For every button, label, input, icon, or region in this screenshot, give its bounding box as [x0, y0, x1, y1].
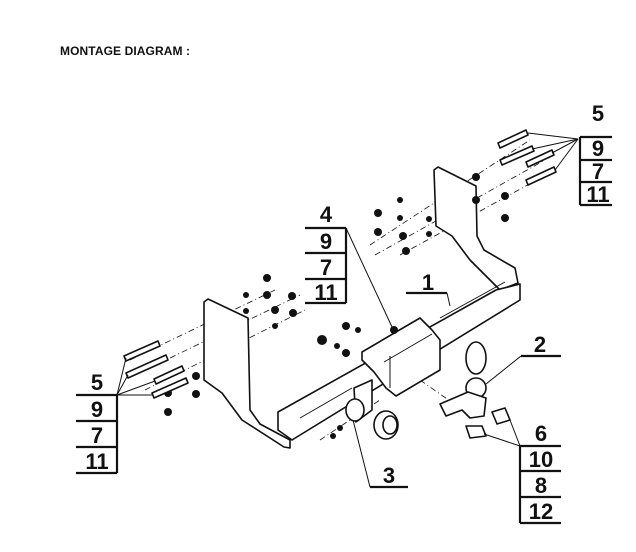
- page-title: MONTAGE DIAGRAM :: [60, 44, 191, 58]
- callout-bolts-10: 10: [529, 447, 553, 472]
- callout-ball-2: 2: [534, 332, 546, 357]
- ball-neck: [439, 391, 487, 419]
- callout-bolts-6: 6: [535, 421, 547, 446]
- callout-left-7: 7: [91, 423, 103, 448]
- callout-center-7: 7: [320, 255, 332, 280]
- callout-left-5: 5: [91, 370, 103, 395]
- callout-top-right-7: 7: [592, 159, 604, 184]
- callout-left-9: 9: [91, 397, 103, 422]
- callout-center-9: 9: [320, 229, 332, 254]
- leader-lines: [76, 132, 612, 525]
- left-bracket: [203, 298, 291, 449]
- nuts: [164, 173, 509, 439]
- callout-frame-1: 1: [422, 270, 434, 295]
- right-bracket: [433, 166, 519, 291]
- callout-left-11: 11: [85, 449, 108, 474]
- callout-center-11: 11: [314, 280, 337, 305]
- ball-cover: [465, 341, 487, 375]
- bolt: [491, 407, 511, 425]
- callout-bolts-8: 8: [535, 473, 547, 498]
- callout-top-right-9: 9: [592, 136, 604, 161]
- callout-top-right-5: 5: [592, 101, 604, 126]
- long-bolts: [123, 129, 557, 399]
- callout-bolts-12: 12: [529, 499, 553, 524]
- callout-socket-3: 3: [383, 463, 395, 488]
- bolt: [465, 425, 487, 439]
- callout-center-4: 4: [320, 202, 333, 227]
- center-mount: [361, 317, 441, 397]
- callout-top-right-11: 11: [586, 182, 609, 207]
- socket-ring: [345, 398, 365, 422]
